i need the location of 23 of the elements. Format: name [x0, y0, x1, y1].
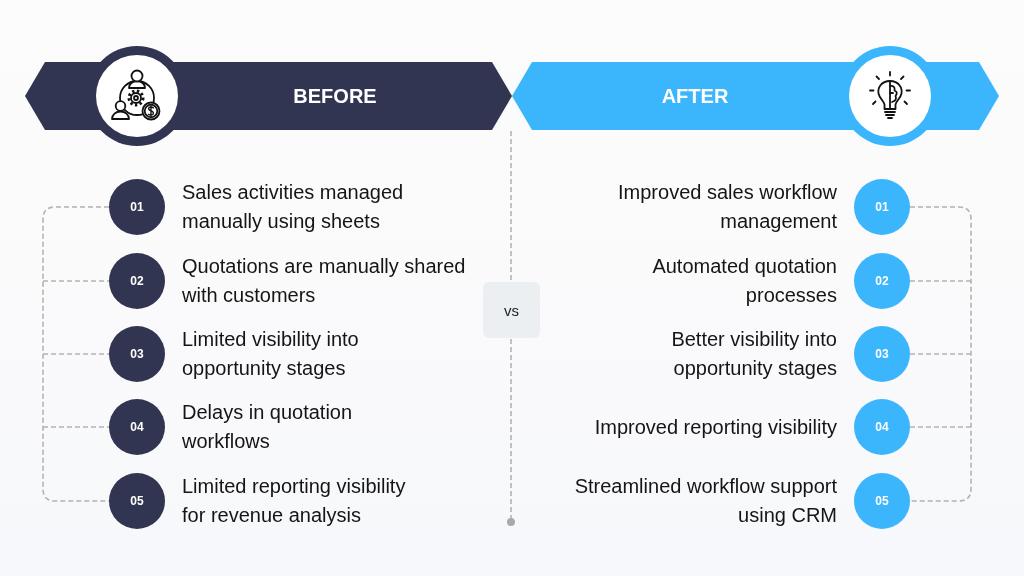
item-text: Quotations are manually shared with customers — [182, 254, 467, 308]
number-circle: 04 — [109, 399, 165, 455]
number-circle: 02 — [109, 253, 165, 309]
item-text: Sales activities managed manually using sheets — [182, 180, 405, 234]
item-text: Streamlined workflow support using CRM — [573, 474, 837, 528]
banner-title: AFTER — [661, 84, 729, 108]
number-circle: 05 — [854, 473, 910, 529]
number-circle: 01 — [854, 179, 910, 235]
item-text: Improved sales workflow management — [617, 180, 837, 234]
number-circle: 05 — [109, 473, 165, 529]
number-circle: 01 — [109, 179, 165, 235]
item-text: Limited reporting visibility for revenue analysis — [182, 474, 407, 528]
item-text: Delays in quotation workflows — [182, 400, 354, 454]
number-circle: 03 — [854, 326, 910, 382]
number-circle: 02 — [854, 253, 910, 309]
item-text: Automated quotation processes — [651, 254, 837, 308]
number-circle: 03 — [109, 326, 165, 382]
banner-title: BEFORE — [293, 84, 377, 108]
item-text: Improved reporting visibility — [594, 414, 837, 440]
item-text: Better visibility into opportunity stages — [670, 327, 837, 381]
versus-tile: vs — [483, 282, 540, 338]
number-circle: 04 — [854, 399, 910, 455]
item-text: Limited visibility into opportunity stages — [182, 327, 360, 381]
